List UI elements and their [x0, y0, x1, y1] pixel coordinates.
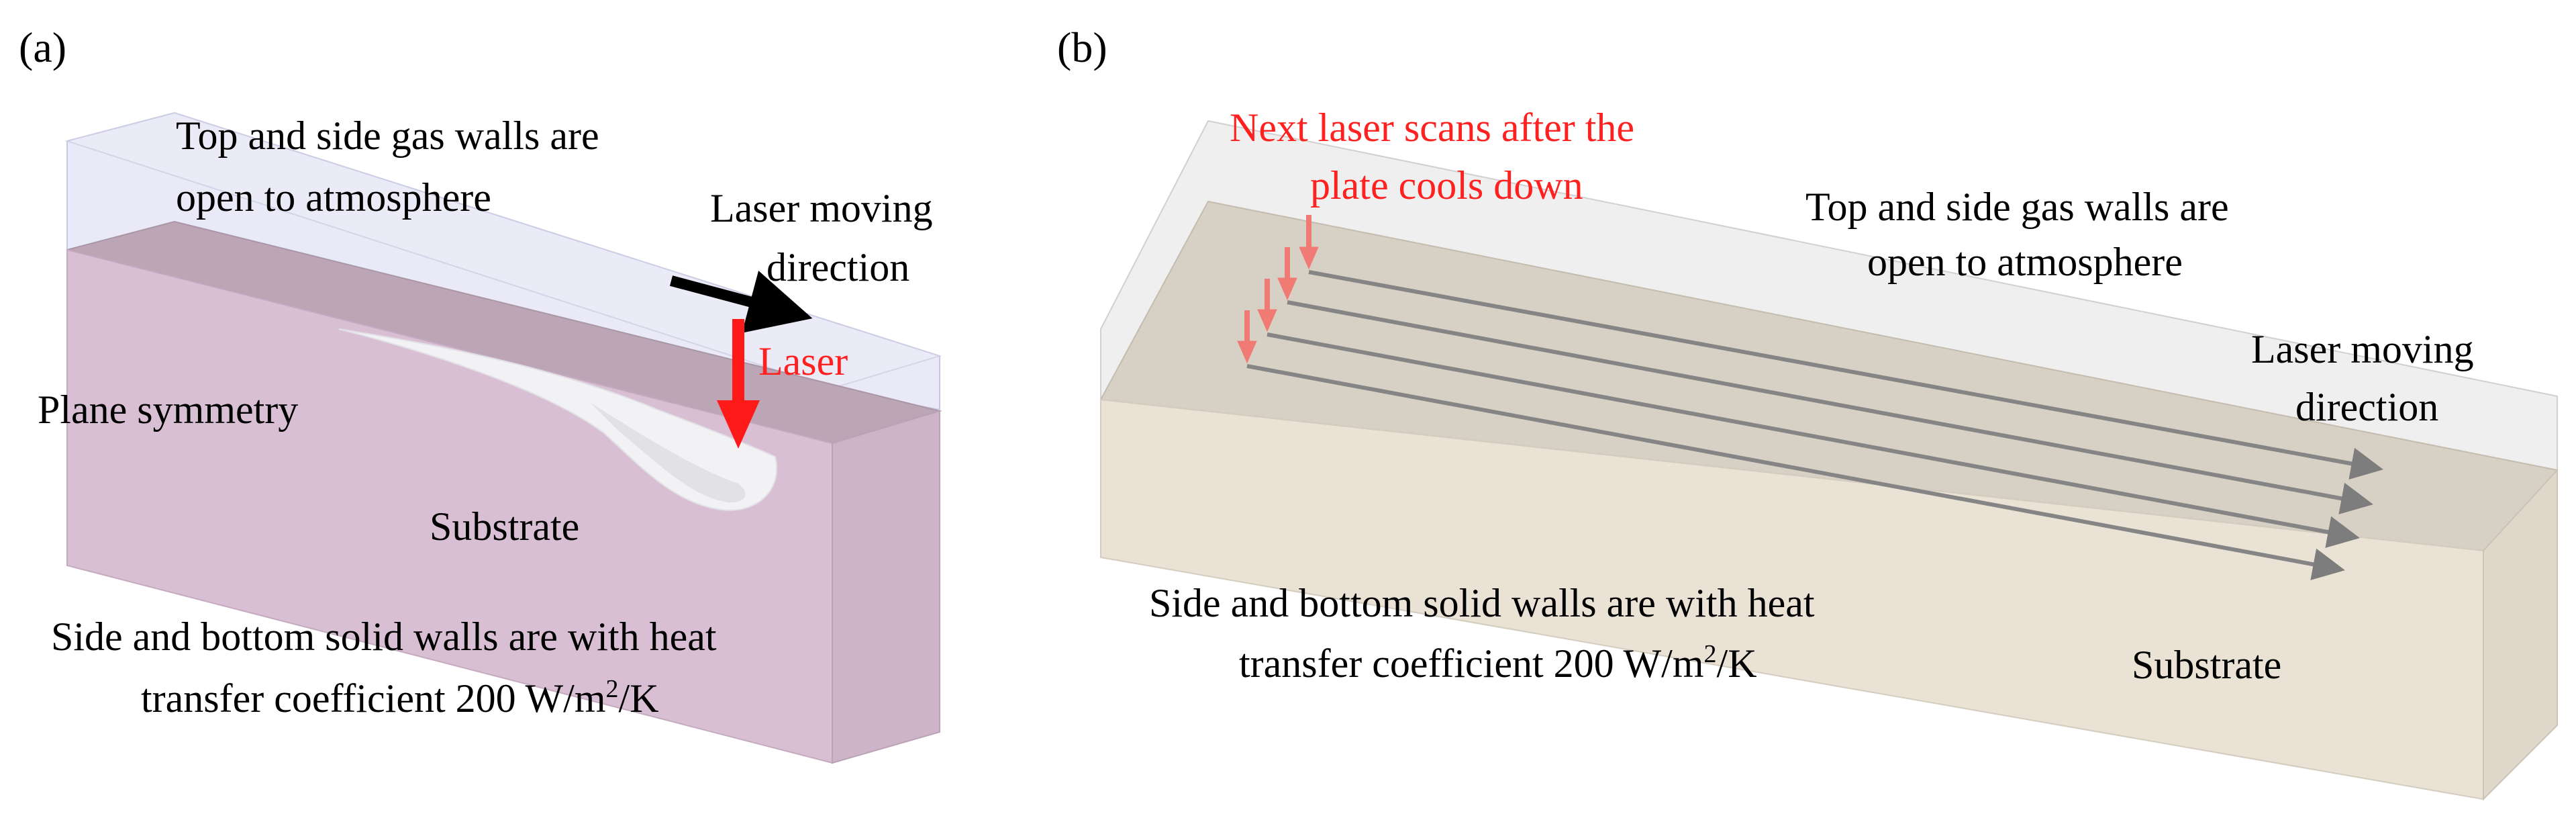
- panel-b-tag: (b): [1057, 24, 1107, 71]
- plane-symmetry-label: Plane symmetry: [38, 388, 298, 432]
- solid-walls-label-2: transfer coefficient 200 W/m2/K: [141, 675, 659, 721]
- substrate-b-side: [2483, 468, 2558, 801]
- laser-direction-label-b-1: Laser moving: [2251, 327, 2474, 371]
- top-walls-label-b-1: Top and side gas walls are: [1805, 185, 2229, 229]
- panel-b: (b) Next laser scans after the plate coo…: [1057, 24, 2559, 801]
- laser-label: Laser: [758, 339, 848, 383]
- next-scan-arrows: [1237, 215, 1319, 364]
- next-scans-label-2: plate cools down: [1310, 163, 1583, 208]
- solid-walls-label-1: Side and bottom solid walls are with hea…: [51, 614, 717, 659]
- scan-track-2: [1287, 300, 2373, 514]
- substrate-label-a: Substrate: [430, 504, 579, 549]
- laser-direction-label-2: direction: [766, 245, 909, 289]
- laser-direction-label-b-2: direction: [2295, 385, 2438, 429]
- substrate-a-side: [832, 410, 940, 764]
- laser-direction-arrow: [669, 271, 813, 333]
- substrate-label-b: Substrate: [2132, 643, 2281, 687]
- laser-direction-label-1: Laser moving: [710, 186, 933, 230]
- scan-track-4: [1246, 364, 2345, 580]
- solid-walls-label-b-1: Side and bottom solid walls are with hea…: [1149, 581, 1815, 625]
- scan-track-1: [1308, 270, 2383, 480]
- top-walls-label-1: Top and side gas walls are: [176, 113, 599, 158]
- next-scans-label-1: Next laser scans after the: [1230, 105, 1634, 150]
- top-walls-label-b-2: open to atmosphere: [1867, 240, 2183, 284]
- laser-arrow-head: [717, 400, 760, 449]
- top-walls-label-2: open to atmosphere: [176, 175, 491, 220]
- panel-a: (a) Top and side gas walls are open to a…: [19, 24, 942, 764]
- panel-a-tag: (a): [19, 24, 66, 71]
- gas-domain-back: [64, 111, 942, 390]
- scan-track-3: [1267, 332, 2360, 548]
- melt-pool-shade: [591, 403, 746, 503]
- solid-walls-label-b-2: transfer coefficient 200 W/m2/K: [1239, 640, 1757, 686]
